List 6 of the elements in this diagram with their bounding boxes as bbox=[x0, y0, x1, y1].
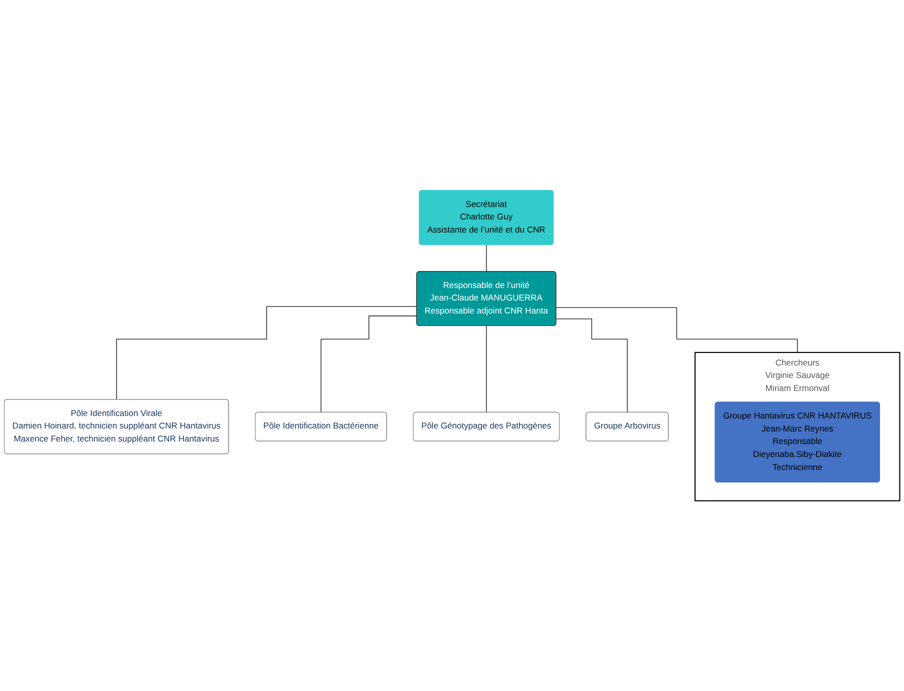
connector bbox=[486, 244, 487, 272]
connector bbox=[116, 306, 418, 400]
connector bbox=[556, 307, 798, 353]
connector bbox=[556, 318, 628, 413]
connector bbox=[486, 326, 487, 413]
connector bbox=[320, 316, 418, 413]
